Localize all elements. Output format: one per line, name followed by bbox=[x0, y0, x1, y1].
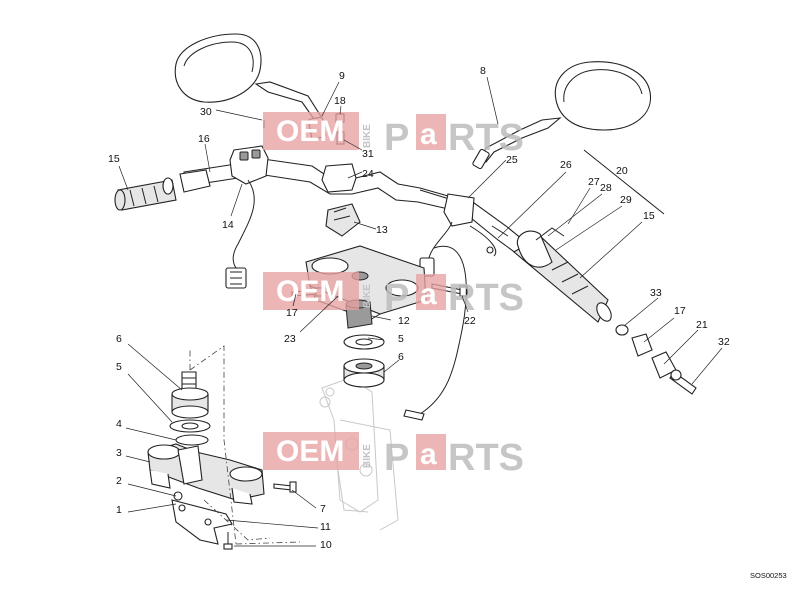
callout-5-left: 5 bbox=[116, 361, 122, 373]
steering-stack-left bbox=[169, 371, 211, 446]
watermark-top: OEM BIKE P a RTS bbox=[263, 112, 524, 159]
callout-32: 32 bbox=[718, 336, 730, 348]
watermark-oem: OEM bbox=[276, 275, 344, 308]
throttle-cable bbox=[403, 245, 467, 421]
watermark-middle: OEM BIKE P a RTS bbox=[263, 272, 524, 319]
watermark-p: P bbox=[384, 277, 409, 319]
callout-27: 27 bbox=[588, 176, 600, 188]
left-switch bbox=[225, 145, 269, 289]
watermark-rts: RTS bbox=[448, 437, 524, 479]
callout-30: 30 bbox=[200, 106, 212, 118]
callout-8: 8 bbox=[480, 65, 486, 77]
watermark-bike: BIKE bbox=[362, 124, 373, 148]
callout-24: 24 bbox=[362, 168, 374, 180]
callout-15-left: 15 bbox=[108, 153, 120, 165]
steering-stack-right bbox=[343, 299, 385, 388]
callout-28: 28 bbox=[600, 182, 612, 194]
callout-20: 20 bbox=[616, 165, 628, 177]
bar-end-parts bbox=[615, 324, 697, 395]
callout-10: 10 bbox=[320, 539, 332, 551]
callout-23: 23 bbox=[284, 333, 296, 345]
callout-19: 18 bbox=[334, 95, 346, 107]
callout-14: 14 bbox=[222, 219, 234, 231]
callout-6-left: 6 bbox=[116, 333, 122, 345]
callout-25: 25 bbox=[506, 154, 518, 166]
watermark-p: P bbox=[384, 437, 409, 479]
callout-labels: 9 8 30 18 31 16 15 14 24 13 25 26 20 27 … bbox=[108, 65, 730, 551]
callout-12: 12 bbox=[398, 315, 410, 327]
callout-11: 11 bbox=[320, 521, 331, 533]
callout-22: 22 bbox=[464, 315, 476, 327]
right-mirror bbox=[472, 61, 652, 170]
watermark-bike: BIKE bbox=[362, 444, 373, 468]
callout-15-right: 15 bbox=[643, 210, 655, 222]
watermark-a: a bbox=[420, 278, 437, 311]
group-bracket-20 bbox=[583, 149, 665, 215]
left-grip bbox=[114, 169, 211, 211]
callout-26: 26 bbox=[560, 159, 572, 171]
callout-21: 21 bbox=[696, 319, 708, 331]
axis-lines bbox=[189, 345, 301, 545]
upper-triple-clamp bbox=[305, 245, 427, 321]
callout-7: 7 bbox=[320, 503, 326, 515]
drawing-code: SOS00253 bbox=[750, 571, 787, 580]
callout-6-right: 6 bbox=[398, 351, 404, 363]
lower-plate bbox=[171, 481, 297, 550]
callout-1: 1 bbox=[116, 504, 122, 516]
callout-17: 17 bbox=[286, 307, 298, 319]
callout-18: 17 bbox=[674, 305, 686, 317]
watermark-oem: OEM bbox=[276, 115, 344, 148]
watermark-bottom: OEM BIKE P a RTS bbox=[263, 432, 524, 479]
throttle-grip bbox=[486, 225, 612, 323]
callout-13: 13 bbox=[376, 224, 388, 236]
watermark-a: a bbox=[420, 438, 437, 471]
right-switch bbox=[419, 193, 497, 277]
callout-5-right: 5 bbox=[398, 333, 404, 345]
callout-31: 31 bbox=[362, 148, 374, 160]
handlebar-clamps bbox=[321, 163, 361, 237]
callout-9: 9 bbox=[339, 70, 345, 82]
watermark-oem: OEM bbox=[276, 435, 344, 468]
watermark-a: a bbox=[420, 118, 437, 151]
callout-2: 2 bbox=[116, 475, 122, 487]
watermark-rts: RTS bbox=[448, 277, 524, 319]
watermark-bike: BIKE bbox=[362, 284, 373, 308]
callout-33: 33 bbox=[650, 287, 662, 299]
callout-3: 3 bbox=[116, 447, 122, 459]
callout-16: 16 bbox=[198, 133, 210, 145]
leader-lines bbox=[118, 76, 723, 547]
lower-triple-clamp bbox=[147, 443, 265, 505]
callout-29: 29 bbox=[620, 194, 632, 206]
watermark-rts: RTS bbox=[448, 117, 524, 159]
callout-4: 4 bbox=[116, 418, 122, 430]
watermark-p: P bbox=[384, 117, 409, 159]
